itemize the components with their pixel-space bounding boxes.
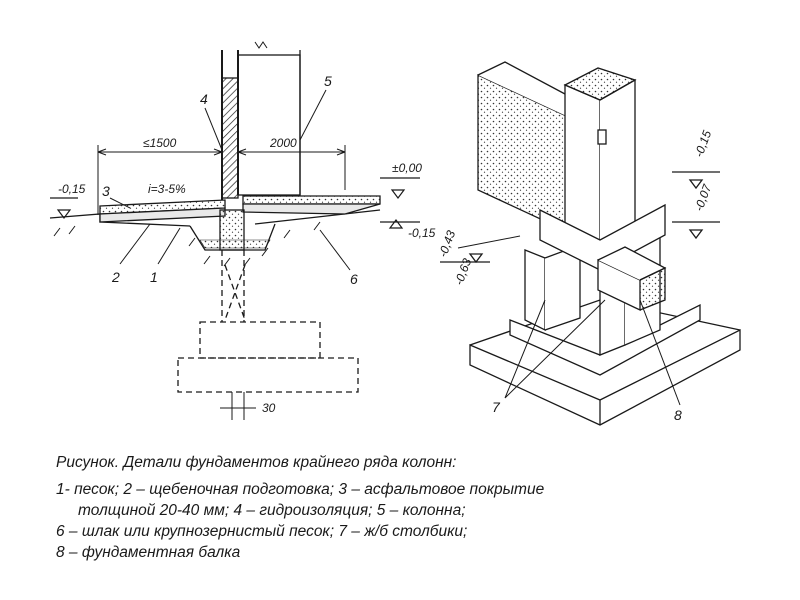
footing-upper <box>199 321 321 359</box>
label-5: 5 <box>324 73 332 89</box>
asphalt-layer-right <box>242 195 381 205</box>
column-base <box>539 203 666 271</box>
column-insulation <box>221 77 239 199</box>
footing-lower <box>177 357 359 393</box>
ground-line-right <box>254 209 381 225</box>
elev-right-label: -0,15 <box>408 226 436 240</box>
label-6: 6 <box>350 271 358 287</box>
dim-width-label: ≤1500 <box>143 136 177 150</box>
label-2: 2 <box>111 269 120 285</box>
elev-ground-left-label: -0,15 <box>58 182 86 196</box>
label-8: 8 <box>674 407 682 423</box>
axonometric-drawing <box>440 61 741 426</box>
elev-left-top-label: -0,43 <box>436 228 459 259</box>
section-drawing <box>49 41 420 420</box>
caption-line-2: толщиной 20-40 мм; 4 – гидроизоляция; 5 … <box>78 502 466 519</box>
elev-top-label: -0,15 <box>692 128 715 159</box>
elev-marker-right <box>380 219 420 229</box>
crushed-stone-right <box>242 203 381 215</box>
figure-caption: Рисунок. Детали фундаментов крайнего ряд… <box>56 452 776 563</box>
column <box>564 84 601 247</box>
foundation-drawing: ≤1500 2000 i=3-5% -0,15 ±0,00 -0,15 30 1… <box>49 41 741 426</box>
caption-line-4: 8 – фундаментная балка <box>56 544 241 561</box>
elev-marker-zero <box>380 177 420 199</box>
caption-title: Рисунок. Детали фундаментов крайнего ряд… <box>56 454 457 471</box>
caption-line-3: 6 – шлак или крупнозернистый песок; 7 – … <box>56 523 468 540</box>
post-left <box>524 249 546 332</box>
caption-line-1: 1- песок; 2 – щебеночная подготовка; 3 –… <box>56 481 545 498</box>
elev-marker-left <box>50 197 78 219</box>
label-3: 3 <box>102 183 110 199</box>
label-4: 4 <box>200 91 208 107</box>
label-7: 7 <box>492 399 501 415</box>
elev-left-bottom-label: -0,63 <box>452 256 475 287</box>
slope-label: i=3-5% <box>148 182 186 196</box>
dim-bottom-label: 30 <box>262 401 276 415</box>
elev-zero-label: ±0,00 <box>392 161 422 175</box>
dim-wall-label: 2000 <box>269 136 297 150</box>
slag-fill <box>199 239 271 249</box>
column-body <box>237 54 301 196</box>
label-1: 1 <box>150 269 158 285</box>
